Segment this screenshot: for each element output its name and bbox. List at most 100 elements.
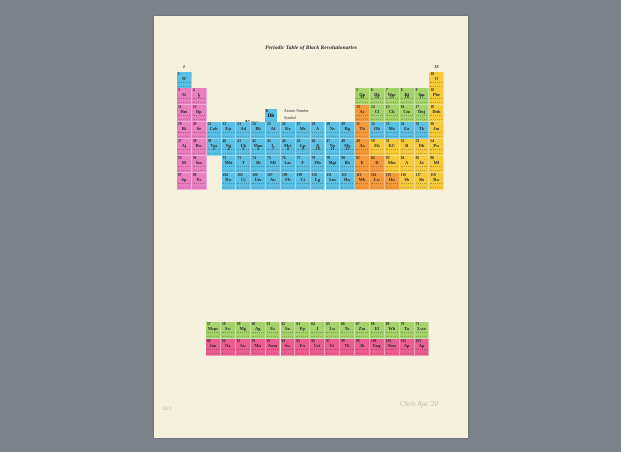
element-symbol: Ja (419, 159, 424, 165)
name-line (371, 183, 383, 185)
key-symbol: Symbol (284, 116, 296, 120)
group-number: 15 (389, 94, 395, 99)
mass-line (266, 335, 279, 338)
name-line (341, 183, 354, 185)
mass-line (415, 352, 428, 355)
element-symbol: No (329, 142, 336, 148)
name-line (341, 132, 354, 134)
atomic-number: 44 (281, 139, 286, 143)
name-line (341, 349, 353, 351)
element-symbol: Ta (404, 325, 409, 331)
mass-line (400, 101, 413, 104)
element-symbol: H (182, 75, 186, 81)
group-number: 7 (271, 146, 275, 151)
atomic-number: 62 (281, 322, 286, 326)
name-line (430, 183, 443, 185)
atomic-number: 31 (356, 122, 360, 126)
element-symbol: El (374, 325, 379, 331)
atomic-number: 84 (400, 156, 405, 160)
element-symbol: J (316, 325, 319, 331)
atomic-number: 111 (326, 173, 332, 177)
element-symbol: Flh (314, 159, 321, 165)
name-line (192, 166, 205, 168)
mass-line (415, 186, 428, 189)
name-line (371, 115, 383, 117)
group-number: 10 (315, 146, 320, 151)
mass-line (281, 186, 294, 189)
atomic-number: 76 (281, 156, 286, 160)
atomic-number: 1 (178, 72, 180, 76)
element-symbol: Mgt (328, 159, 337, 165)
mass-line (207, 335, 219, 338)
atomic-number: 95 (296, 339, 300, 343)
atomic-number: 34 (400, 122, 405, 126)
name-line (266, 332, 279, 334)
mass-line (385, 152, 398, 155)
name-line (430, 166, 443, 168)
name-line (221, 349, 234, 351)
element-symbol: Wb (388, 325, 396, 331)
artist-signature: Chris Ayo '20 (400, 400, 438, 408)
element-symbol: Rg (344, 125, 350, 131)
element-symbol: Hw (343, 176, 351, 182)
element-symbol: Dw (225, 176, 232, 182)
atomic-number: 94 (281, 339, 286, 343)
mass-line (192, 169, 205, 172)
name-line (415, 149, 428, 151)
element-symbol: Jm (433, 125, 440, 131)
name-line (311, 132, 324, 134)
element-symbol: Pp (299, 325, 305, 331)
atomic-number: 42 (252, 139, 256, 143)
mass-line (237, 135, 250, 138)
name-line (281, 183, 294, 185)
mass-line (237, 152, 250, 155)
name-line (385, 349, 398, 351)
name-line (178, 82, 190, 84)
mass-line (400, 169, 413, 172)
atomic-number: 113 (356, 173, 362, 177)
atomic-number: 33 (385, 122, 390, 126)
mass-line (222, 169, 235, 172)
mass-line (371, 101, 383, 104)
atomic-number: 86 (430, 156, 435, 160)
edition-number: 10/1 (162, 406, 172, 412)
element-symbol: Qa (359, 91, 365, 97)
name-line (296, 166, 309, 168)
atomic-number: 18 (430, 105, 435, 109)
element-symbol: Aj (181, 142, 187, 148)
element-symbol: Mo (344, 142, 351, 148)
element-symbol: Sm (195, 159, 202, 165)
element-symbol: Ms (299, 125, 306, 131)
atomic-number: 21 (207, 122, 212, 126)
element-symbol: Tm (210, 142, 217, 148)
element-symbol: Cet (313, 342, 321, 348)
element-symbol: Ap (418, 342, 425, 348)
mass-line (326, 152, 339, 155)
mass-line (221, 352, 234, 355)
name-line (371, 98, 383, 100)
element-symbol: Sp (181, 176, 187, 182)
name-line (341, 332, 353, 334)
name-line (311, 149, 324, 151)
name-line (326, 166, 339, 168)
name-line (400, 183, 413, 185)
element-symbol: Jh (359, 342, 365, 348)
